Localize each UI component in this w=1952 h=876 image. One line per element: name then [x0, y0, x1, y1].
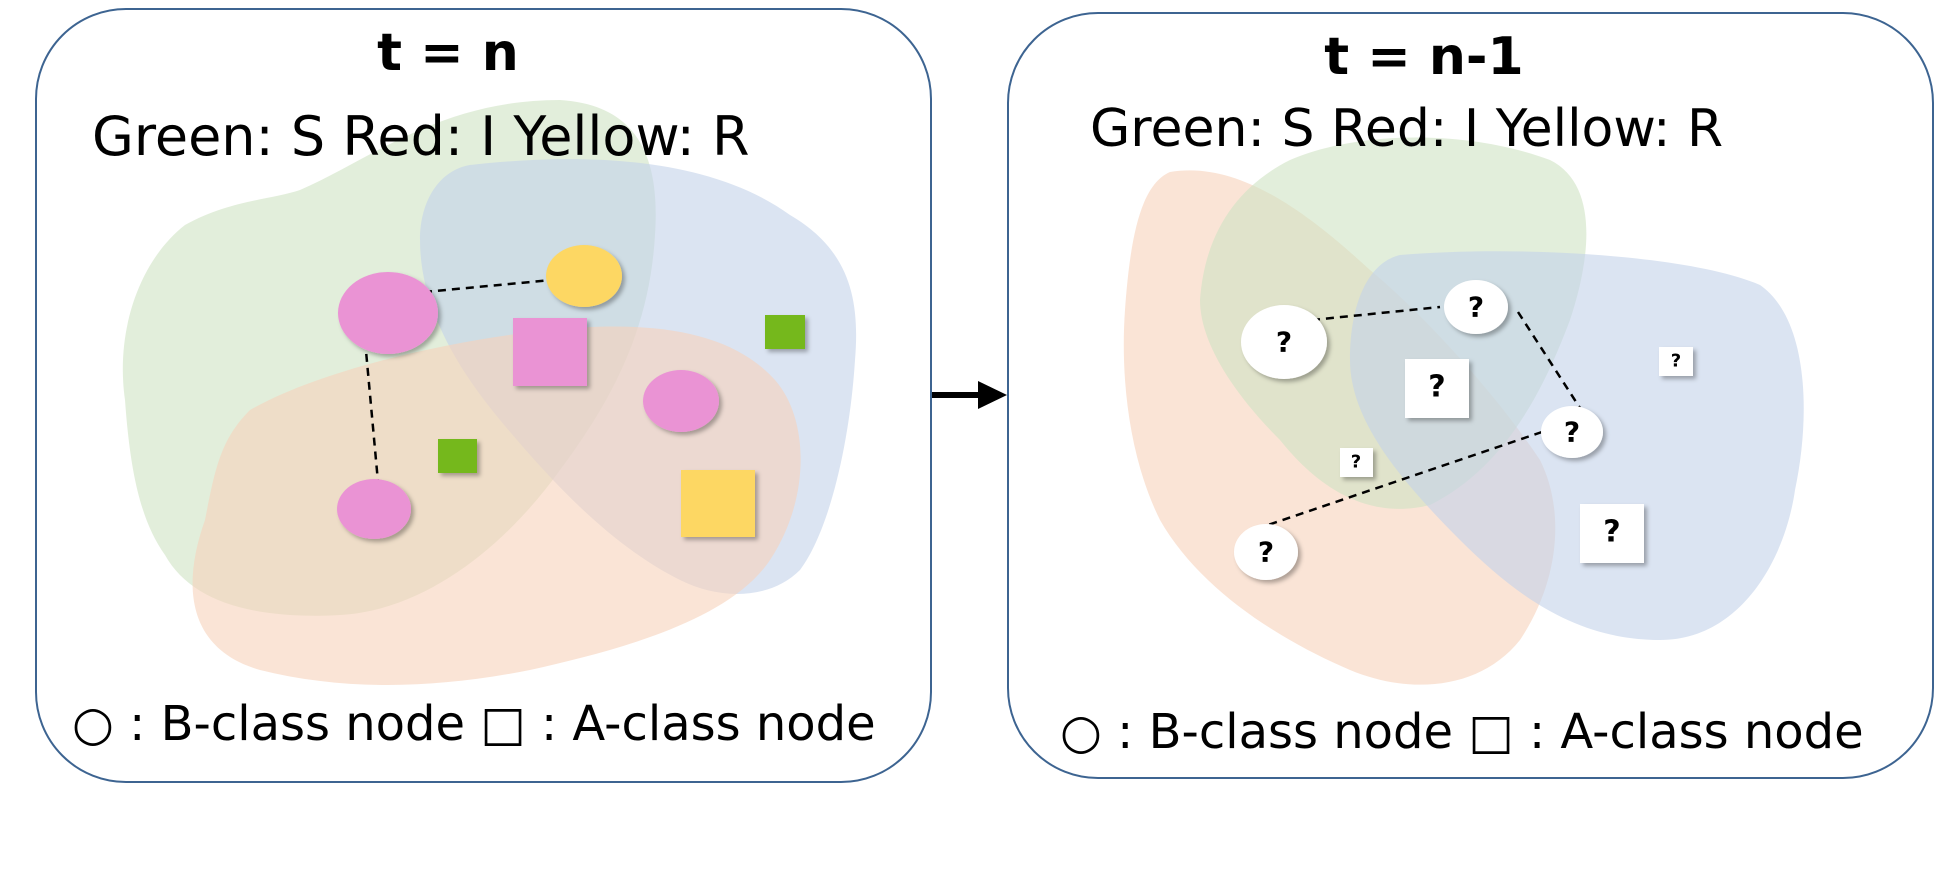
- node-a-recovered: [681, 470, 755, 537]
- unknown-node-a: ?: [1340, 448, 1373, 477]
- svg-text:?: ?: [1258, 536, 1274, 569]
- panel-title: t = n: [377, 23, 519, 83]
- square-symbol: □: [480, 696, 525, 752]
- node-a-susceptible: [438, 439, 477, 473]
- panel-title: t = n-1: [1324, 27, 1523, 87]
- svg-text:?: ?: [1564, 416, 1580, 449]
- svg-text:?: ?: [1428, 370, 1445, 405]
- circle-symbol: ○: [72, 696, 114, 752]
- edge: [1516, 311, 1582, 409]
- square-label: : A-class node: [1529, 704, 1864, 760]
- square-symbol: □: [1468, 704, 1513, 760]
- panel-t-n-minus-1: ? ? ? ? ? ? ? ? t = n-1: [1007, 12, 1934, 779]
- edge: [1267, 430, 1543, 527]
- svg-text:?: ?: [1351, 452, 1361, 473]
- unknown-node-a: ?: [1659, 347, 1693, 376]
- circle-label: : B-class node: [129, 696, 465, 752]
- svg-text:?: ?: [1603, 515, 1620, 550]
- node-legend: ○ : B-class node □ : A-class node: [72, 696, 876, 752]
- node-a-susceptible: [765, 315, 805, 349]
- circle-label: : B-class node: [1117, 704, 1453, 760]
- time-step-arrow: [932, 381, 1007, 409]
- edge-infected-to-recovered: [423, 278, 553, 294]
- svg-text:?: ?: [1468, 291, 1484, 324]
- circle-symbol: ○: [1060, 704, 1102, 760]
- svg-text:?: ?: [1276, 326, 1292, 359]
- state-legend: Green: S Red: I Yellow: R: [1090, 99, 1723, 159]
- panel-t-n: t = n Green: S Red: I Yellow: R ○ : B-cl…: [35, 8, 932, 783]
- edge-infected-to-infected: [363, 339, 380, 483]
- unknown-node-b: ?: [1241, 305, 1327, 379]
- unknown-node-a: ?: [1580, 504, 1644, 563]
- node-b-infected: [338, 272, 438, 354]
- svg-text:?: ?: [1671, 351, 1681, 372]
- unknown-node-b: ?: [1541, 406, 1603, 458]
- state-legend: Green: S Red: I Yellow: R: [92, 105, 750, 168]
- unknown-node-b: ?: [1234, 524, 1298, 580]
- node-b-recovered: [546, 245, 622, 307]
- node-legend: ○ : B-class node □ : A-class node: [1060, 704, 1864, 760]
- node-b-infected: [337, 479, 411, 539]
- node-a-infected: [513, 318, 587, 386]
- unknown-node-a: ?: [1405, 359, 1469, 418]
- edge: [1311, 305, 1441, 322]
- unknown-node-b: ?: [1444, 280, 1508, 334]
- node-b-infected: [643, 370, 719, 432]
- square-label: : A-class node: [541, 696, 876, 752]
